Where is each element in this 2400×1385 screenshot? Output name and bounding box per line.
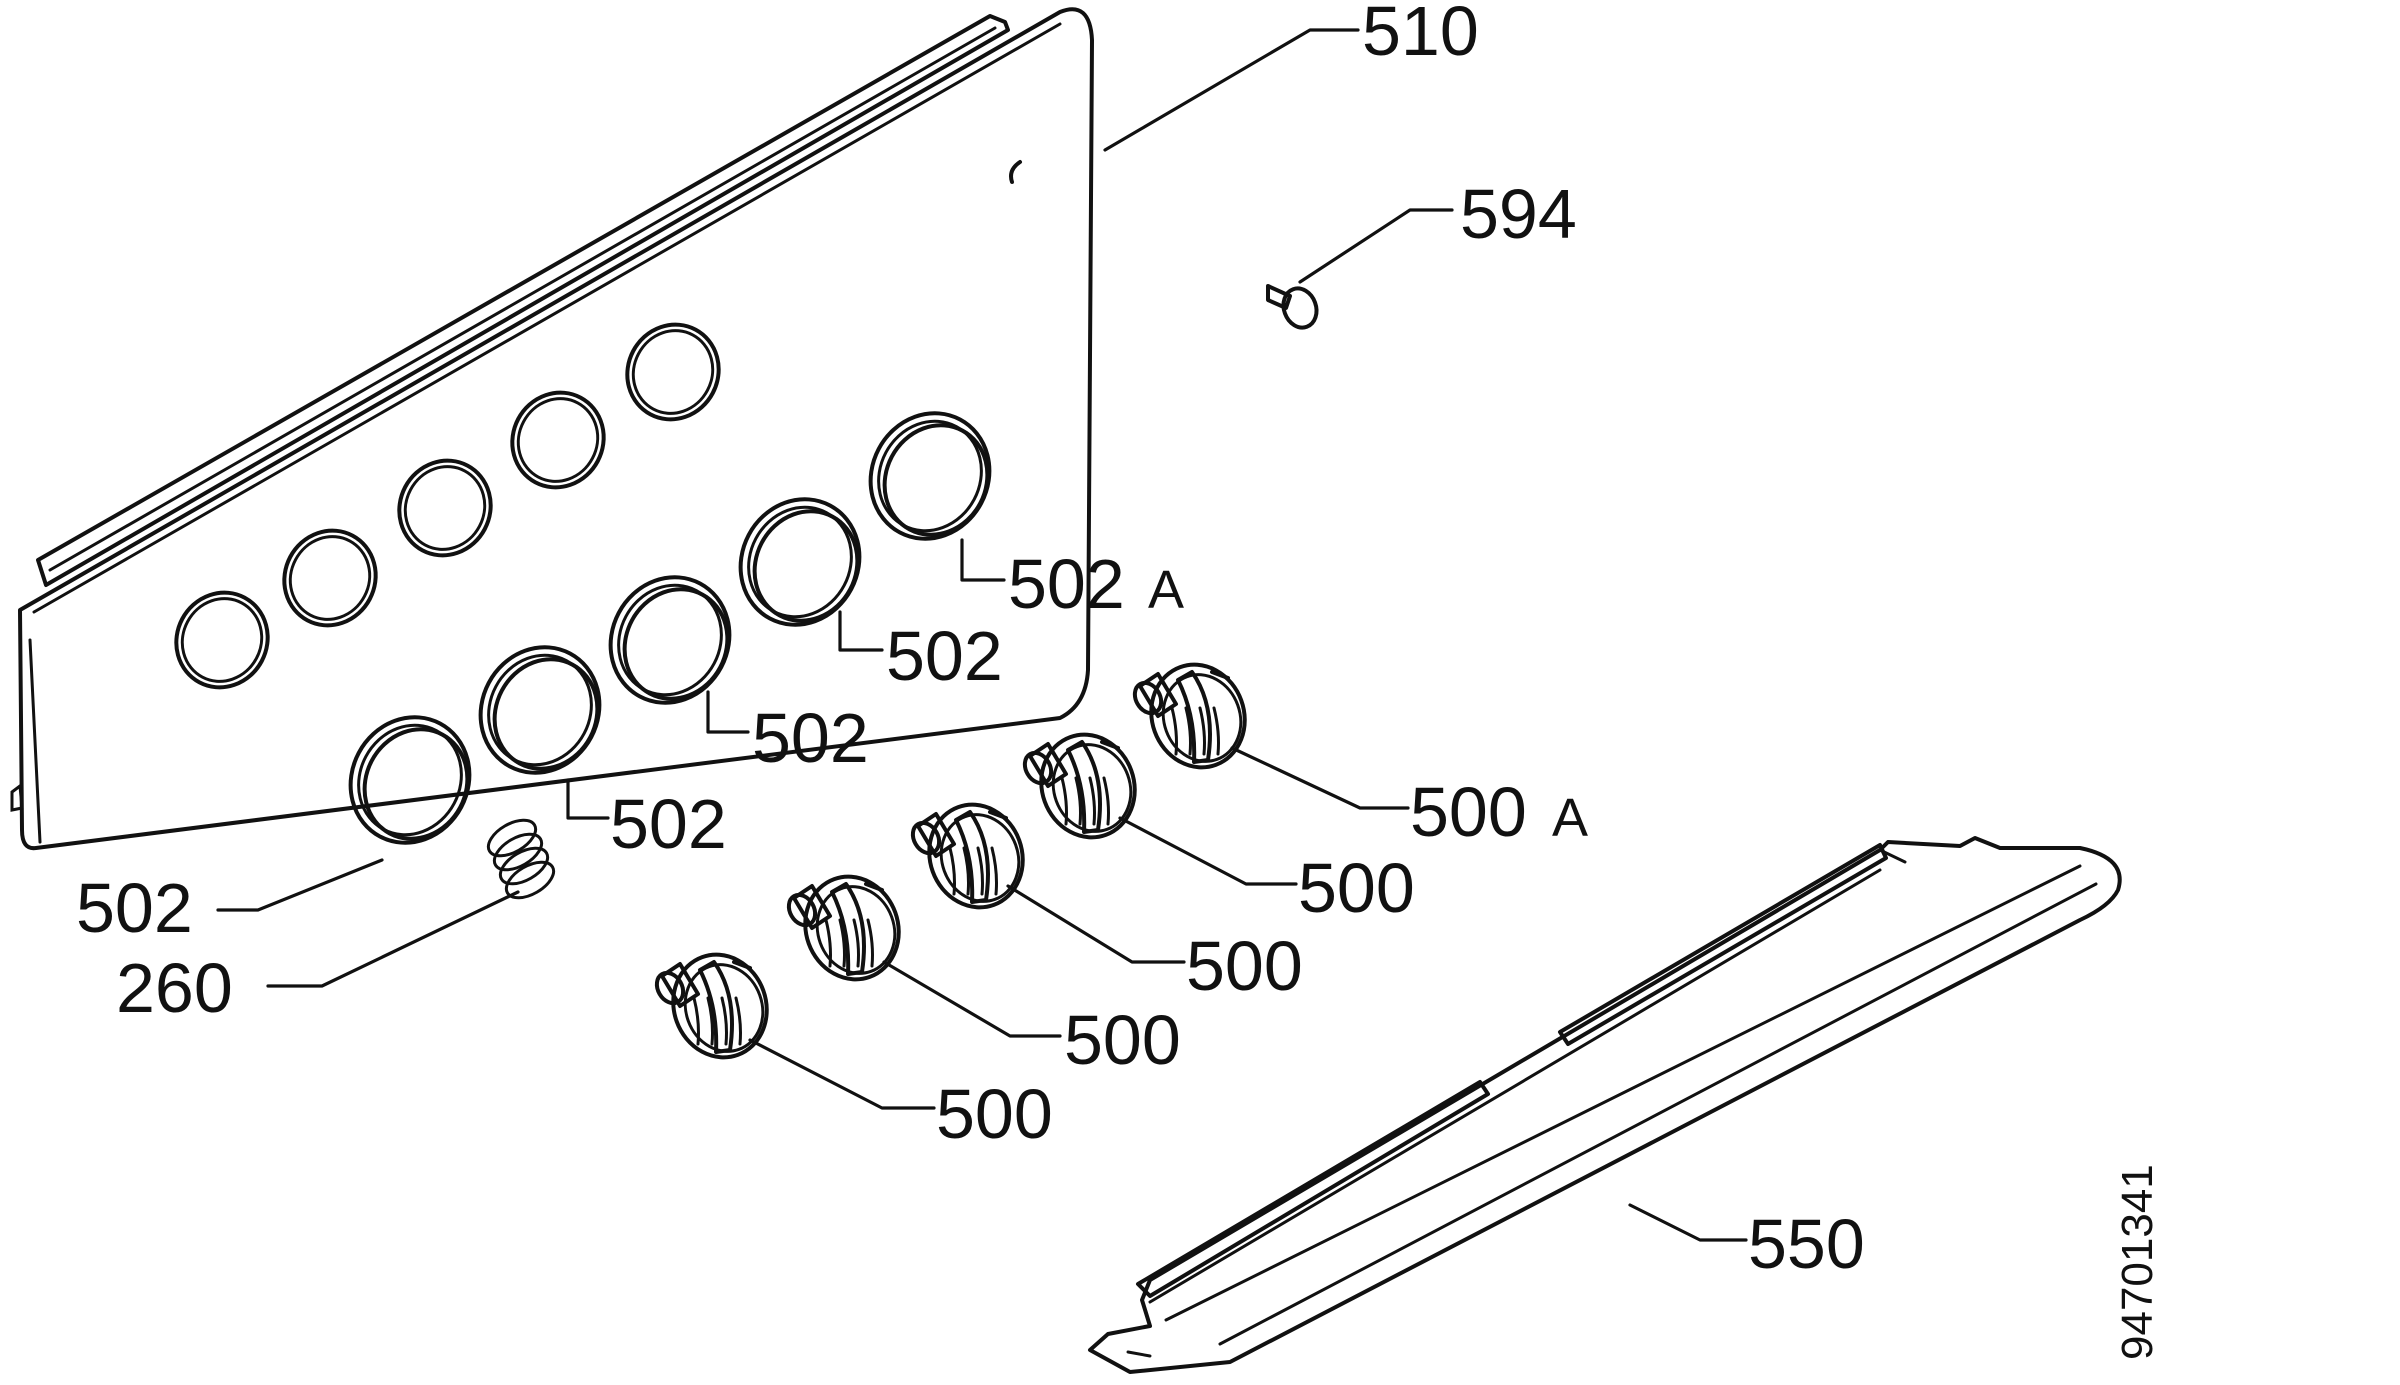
leader-lines (216, 28, 1748, 1242)
knob-500-3 (910, 802, 1025, 910)
bezel-ring-502-1 (348, 715, 472, 845)
bezel-ring-502-3 (608, 575, 732, 705)
control-panel-510 (10, 7, 1094, 851)
panel-hole (397, 458, 493, 558)
bezel-ring-502-4 (738, 497, 862, 627)
panel-hole (510, 390, 606, 490)
panel-hole (625, 322, 721, 422)
label-510: 510 (1362, 0, 1479, 70)
label-502-4: 502 (886, 617, 1003, 695)
label-502a-number: 502 (1008, 545, 1125, 623)
knob-500-4 (1022, 732, 1137, 840)
label-594: 594 (1460, 175, 1577, 253)
label-500-1: 500 (936, 1075, 1053, 1153)
knob-500-2 (786, 874, 901, 982)
label-502-3: 502 (752, 699, 869, 777)
label-500-3: 500 (1186, 927, 1303, 1005)
label-502a-suffix: A (1148, 560, 1184, 620)
document-number: 94701341 (2113, 1164, 2162, 1360)
label-502-2: 502 (610, 785, 727, 863)
label-500-4: 500 (1298, 849, 1415, 927)
bezel-ring-502a (868, 411, 992, 541)
label-500-2: 500 (1064, 1001, 1181, 1079)
knob-500-1 (654, 952, 769, 1060)
callout-labels: 510 594 502 A 502 502 502 502 260 500 A … (76, 0, 2162, 1360)
knob-group (654, 662, 1247, 1060)
label-550: 550 (1748, 1205, 1865, 1283)
panel-hole (282, 528, 378, 628)
trim-strip-550 (1088, 836, 2122, 1374)
knob-500a (1132, 662, 1247, 770)
label-502-1: 502 (76, 869, 193, 947)
panel-hole (174, 590, 270, 690)
bezel-ring-502-2 (478, 645, 602, 775)
spring-260 (486, 818, 556, 900)
label-500a-number: 500 (1410, 773, 1527, 851)
label-500a-suffix: A (1552, 788, 1588, 848)
label-260: 260 (116, 949, 233, 1027)
screw-594 (1266, 284, 1319, 330)
